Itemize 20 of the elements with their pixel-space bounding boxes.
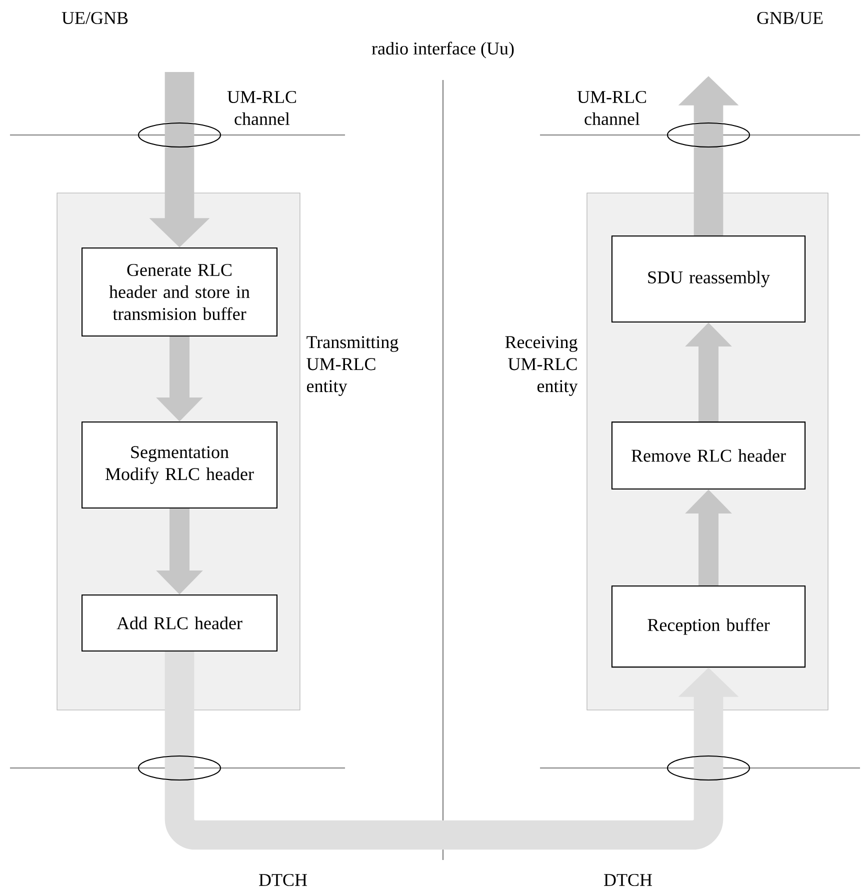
channel-ellipse <box>138 122 222 148</box>
channel-ellipse <box>138 755 222 781</box>
process-box: Add RLC header <box>82 594 278 652</box>
process-box: Reception buffer <box>611 585 806 668</box>
channel-ellipse <box>666 755 750 781</box>
text-label: radio interface (Uu) <box>372 42 514 58</box>
text-label: GNB/UE <box>757 12 823 24</box>
text-label: UE/GNB <box>62 12 128 24</box>
entity-label: Transmitting UM-RLC entity <box>306 336 398 396</box>
process-box: SDU reassembly <box>611 235 806 323</box>
process-box: Segmentation Modify RLC header <box>82 421 278 509</box>
pipe <box>164 780 724 850</box>
channel-ellipse <box>666 122 750 148</box>
text-label: UM-RLC channel <box>577 90 646 126</box>
process-box: Remove RLC header <box>611 422 806 490</box>
entity-label: Receiving UM-RLC entity <box>505 336 578 396</box>
text-label: UM-RLC channel <box>227 90 296 126</box>
text-label: DTCH <box>604 874 652 886</box>
text-label: DTCH <box>259 874 307 886</box>
process-box: Generate RLC header and store in transmision buffer <box>82 247 278 337</box>
